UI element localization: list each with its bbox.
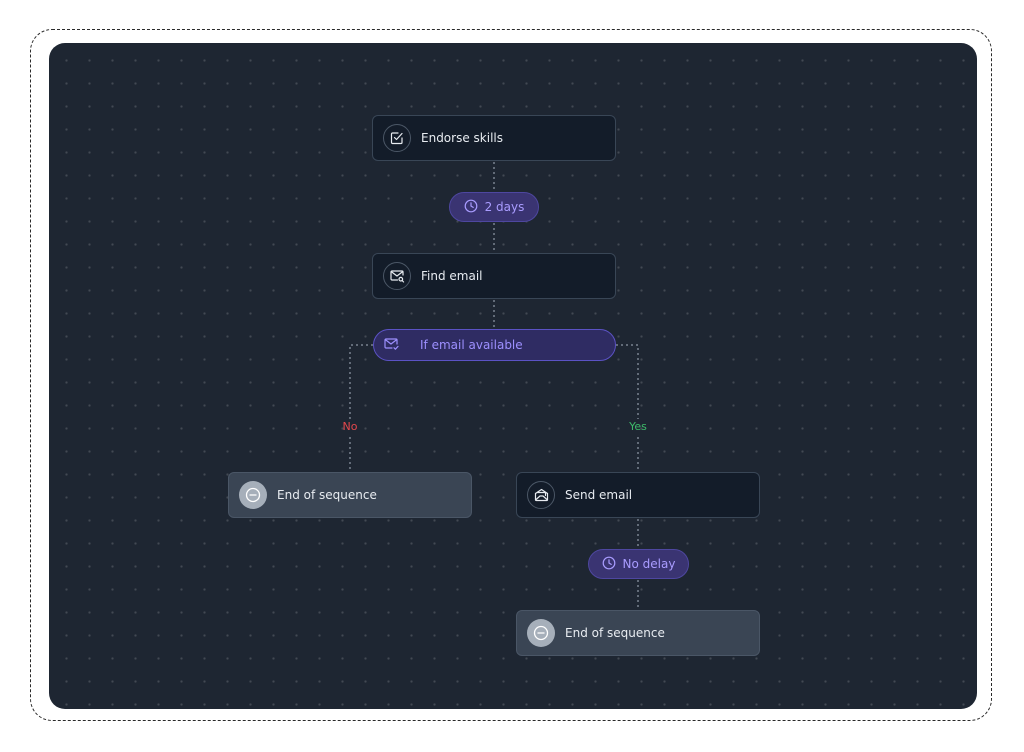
branch-yes-label: Yes [629, 420, 647, 433]
delay-label: No delay [622, 557, 676, 571]
delay-2-days[interactable]: 2 days [449, 192, 539, 222]
connector-lines [349, 162, 639, 610]
delay-label: 2 days [484, 200, 525, 214]
step-find-email[interactable]: Find email [372, 253, 616, 299]
step-label: Endorse skills [421, 131, 503, 145]
minus-circle-icon [239, 481, 267, 509]
step-label: End of sequence [277, 488, 377, 502]
check-square-icon [383, 124, 411, 152]
step-endorse-skills[interactable]: Endorse skills [372, 115, 616, 161]
step-label: Send email [565, 488, 633, 502]
minus-circle-icon [527, 619, 555, 647]
connector-condition-yes [616, 344, 639, 419]
mail-search-icon [383, 262, 411, 290]
step-end-of-sequence-left[interactable]: End of sequence [228, 472, 472, 518]
dashed-frame [30, 29, 992, 721]
delay-no-delay[interactable]: No delay [588, 549, 689, 579]
mail-open-icon [527, 481, 555, 509]
step-end-of-sequence-right[interactable]: End of sequence [516, 610, 760, 656]
workflow-canvas[interactable]: Endorse skills 2 days Find email [49, 43, 977, 709]
clock-icon [464, 198, 478, 217]
step-label: End of sequence [565, 626, 665, 640]
clock-icon [602, 555, 616, 574]
condition-if-email-available[interactable]: If email available [373, 329, 616, 361]
step-send-email[interactable]: Send email [516, 472, 760, 518]
condition-label: If email available [420, 338, 523, 352]
branch-no-label: No [342, 420, 358, 433]
step-label: Find email [421, 269, 483, 283]
mail-check-icon [384, 336, 400, 355]
connector-condition-no [349, 344, 373, 419]
